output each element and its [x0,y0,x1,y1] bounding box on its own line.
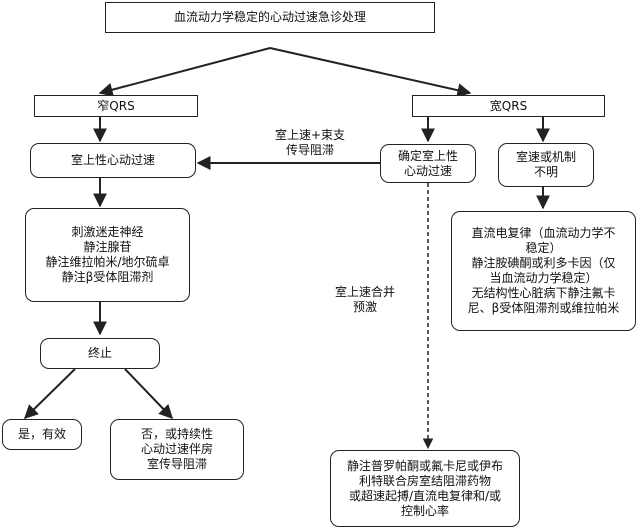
narrow-treatment-line-1: 刺激迷走神经 [71,225,144,239]
label-svt-preexc: 室上速合并 预激 [320,285,410,315]
label-svt-bbb-line-2: 传导阻滞 [285,143,334,157]
arrow-terminate-to-no [124,368,173,420]
wide-qrs-box: 宽QRS [412,95,605,117]
no-persistent-line-2: 心动过速伴房 [140,442,213,456]
narrow-qrs-text: 窄QRS [97,98,135,113]
wide-treatment-line-1: 直流电复律（血流动力学不 [471,226,616,240]
svt-text: 室上性心动过速 [70,153,155,167]
wide-treatment-box: 直流电复律（血流动力学不 稳定） 静注胺碘酮或利多卡因（仅 当血流动力学稳定） … [451,211,636,331]
preexc-treatment-line-4: 控制心率 [400,503,449,518]
narrow-treatment-box: 刺激迷走神经 静注腺苷 静注维拉帕米/地尔硫卓 静注β受体阻滞剂 [25,208,190,302]
arrow-title-to-wide [269,47,472,98]
terminate-text: 终止 [87,346,112,360]
title-box: 血流动力学稳定的心动过速急诊处理 [105,2,435,33]
vt-unknown-line-2: 不明 [533,165,558,179]
confirm-svt-box: 确定室上性 心动过速 [380,144,476,183]
label-svt-preexc-line-2: 预激 [352,300,377,314]
confirm-svt-line-2: 心动过速 [403,163,452,178]
preexc-treatment-box: 静注普罗帕酮或氟卡尼或伊布 利特联合房室结阻滞药物 或超速起搏/直流电复律和/或… [330,450,520,527]
wide-treatment-line-5: 无结构性心脏病下静注氟卡 [471,286,616,300]
arrow-terminate-to-yes [24,368,76,419]
preexc-treatment-line-3: 或超速起搏/直流电复律和/或 [348,488,502,503]
label-svt-preexc-line-1: 室上速合并 [334,285,395,299]
title-text: 血流动力学稳定的心动过速急诊处理 [173,10,366,24]
wide-qrs-text: 宽QRS [489,98,528,113]
narrow-treatment-line-2: 静注腺苷 [83,240,132,254]
yes-effective-box: 是，有效 [2,419,82,450]
narrow-treatment-line-3: 静注维拉帕米/地尔硫卓 [45,255,170,269]
label-svt-bbb-line-1: 室上速+束支 [274,128,346,142]
vt-unknown-box: 室速或机制 不明 [498,143,594,187]
wide-treatment-line-3: 静注胺碘酮或利多卡因（仅 [471,256,616,270]
no-persistent-line-1: 否，或持续性 [140,427,213,441]
preexc-treatment-line-1: 静注普罗帕酮或氟卡尼或伊布 [346,458,503,473]
yes-effective-text: 是，有效 [17,427,66,441]
label-svt-bbb: 室上速+束支 传导阻滞 [255,128,365,158]
preexc-treatment-line-2: 利特联合房室结阻滞药物 [358,473,491,488]
narrow-treatment-line-4: 静注β受体阻滞剂 [61,270,154,284]
vt-unknown-line-1: 室速或机制 [515,150,576,164]
svt-box: 室上性心动过速 [30,143,196,178]
terminate-box: 终止 [40,338,160,369]
wide-treatment-line-6: 尼、β受体阻滞剂或维拉帕米 [467,301,620,315]
confirm-svt-line-1: 确定室上性 [397,148,458,163]
arrow-title-to-narrow [98,47,271,97]
narrow-qrs-box: 窄QRS [34,95,198,117]
wide-treatment-line-2: 稳定） [525,241,562,255]
no-persistent-box: 否，或持续性 心动过速伴房 室传导阻滞 [110,419,244,480]
wide-treatment-line-4: 当血流动力学稳定） [489,271,598,285]
no-persistent-line-3: 室传导阻滞 [146,457,207,471]
